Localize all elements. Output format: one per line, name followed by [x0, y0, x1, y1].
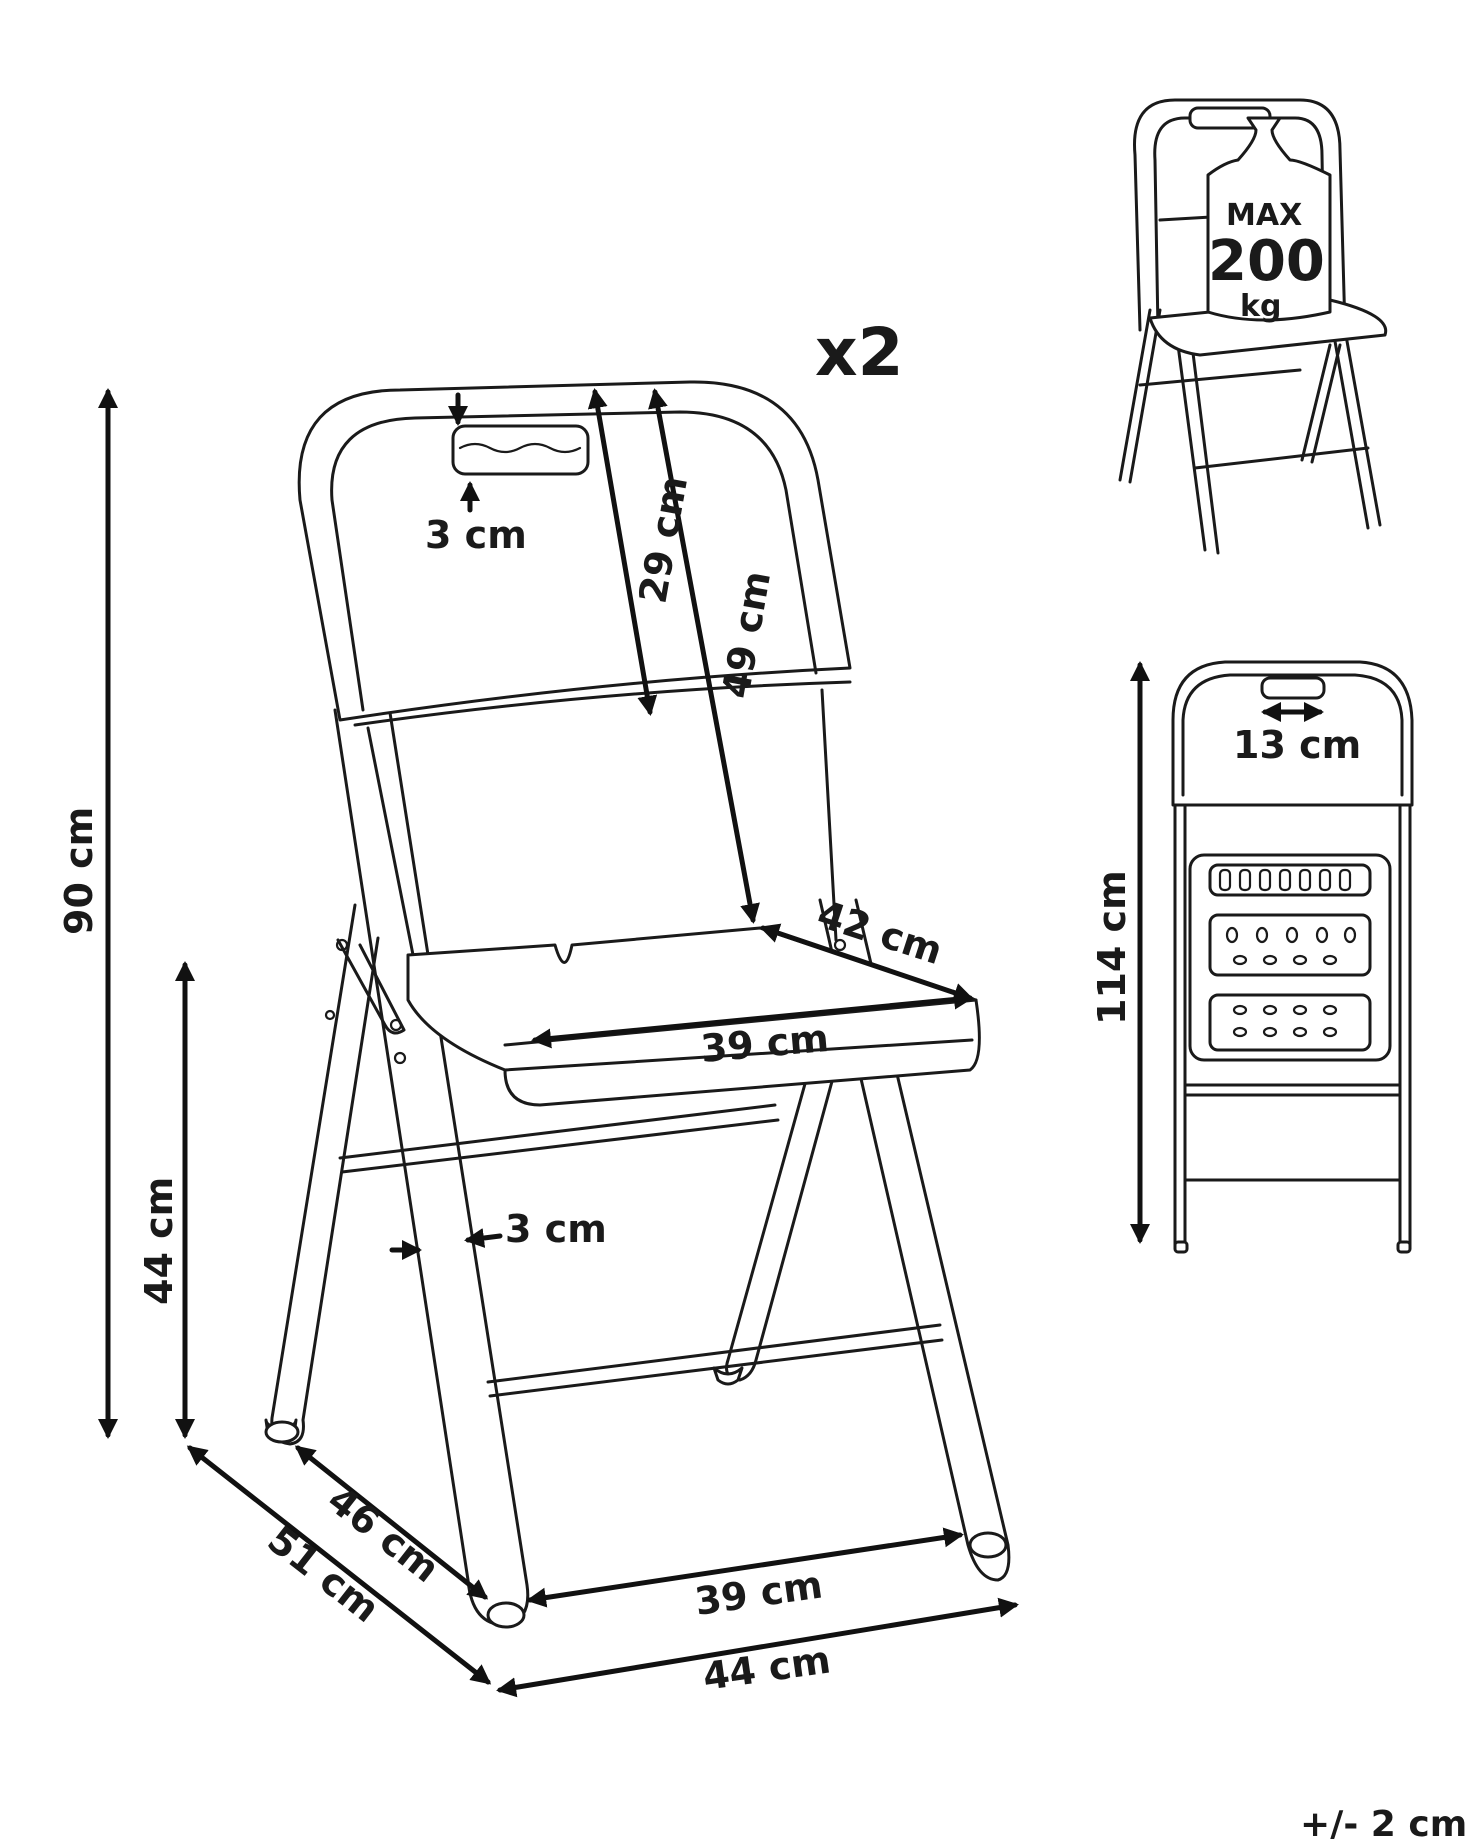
weight-icon	[1206, 116, 1332, 322]
load-capacity-chair: MAX 200 kg	[1118, 98, 1388, 555]
handle-height-label: 3 cm	[425, 513, 527, 557]
load-value-label: 200	[1208, 229, 1325, 294]
quantity-label: x2	[815, 314, 904, 391]
dimension-lines	[98, 388, 1019, 1698]
folded-height-label: 114 cm	[1090, 870, 1134, 1025]
leg-thickness-label: 3 cm	[505, 1207, 607, 1251]
tolerance-label: +/- 2 cm	[1300, 1804, 1467, 1839]
load-max-label: MAX	[1226, 198, 1302, 233]
handle-width-label: 13 cm	[1233, 723, 1361, 767]
seat-height-label: 44 cm	[137, 1177, 181, 1305]
folded-chair: 13 cm 114 cm	[1090, 660, 1414, 1254]
total-height-label: 90 cm	[57, 807, 101, 935]
width-outer-label: 44 cm	[700, 1637, 833, 1698]
load-unit-label: kg	[1240, 289, 1281, 324]
